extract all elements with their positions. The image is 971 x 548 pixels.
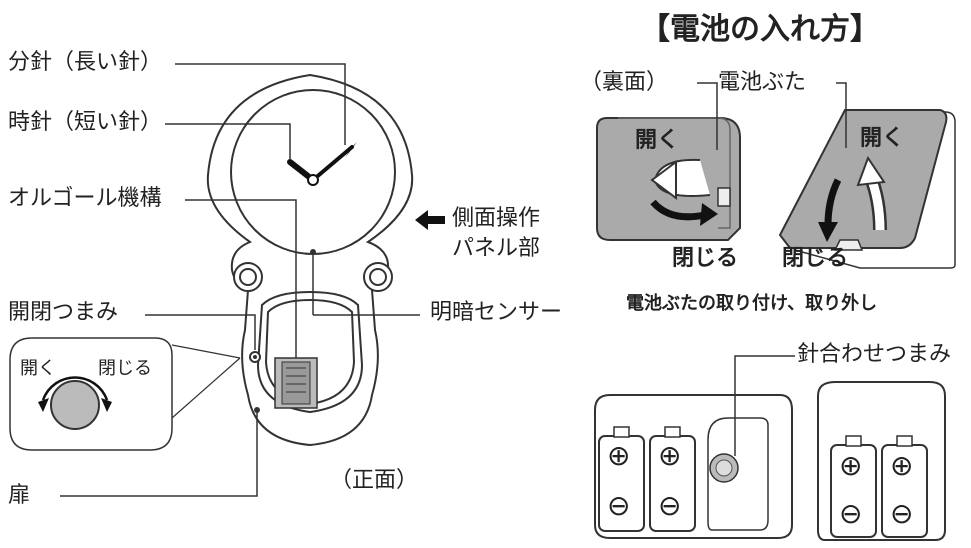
callout-open-label: 開く (20, 358, 56, 379)
plus-symbol-3: ⊕ (839, 449, 863, 482)
battery-cover-left (596, 117, 741, 241)
minus-symbol-2: ⊖ (658, 489, 682, 522)
battery-caption: 電池ぶたの取り付け、取り外し (626, 293, 878, 314)
minus-symbol-4: ⊖ (890, 497, 914, 530)
left-ear (233, 262, 263, 292)
right-ear (363, 262, 393, 292)
hour-hand-label: 時針（短い針） (8, 110, 163, 135)
light-sensor-label: 明暗センサー (430, 300, 563, 325)
clock-face (230, 89, 396, 255)
music-box-label: オルゴール機構 (8, 186, 162, 211)
battery-title: 【電池の入れ方】 (640, 12, 880, 47)
back-label: （裏面） (580, 70, 669, 95)
knob-label: 開閉つまみ (8, 300, 119, 325)
side-panel-arrow (415, 210, 445, 230)
door-label: 扉 (8, 483, 31, 508)
plus-symbol-1: ⊕ (607, 439, 631, 472)
cover-label: 電池ぶた (718, 70, 807, 95)
close-label-right: 閉じる (782, 246, 849, 271)
battery-compartment-left (594, 394, 793, 539)
knob-callout (9, 337, 241, 451)
open-label-left: 開く (635, 128, 680, 153)
battery-compartment-right (817, 381, 946, 541)
music-box-mechanism (274, 357, 318, 409)
open-label-right: 開く (860, 126, 905, 151)
plus-symbol-2: ⊕ (658, 439, 682, 472)
plus-symbol-4: ⊕ (890, 449, 914, 482)
battery-cover-right (778, 109, 956, 269)
close-label-left: 閉じる (672, 246, 739, 271)
hand-set-label: 針合わせつまみ (797, 342, 952, 367)
minute-hand-label: 分針（長い針） (8, 50, 163, 75)
minus-symbol-3: ⊖ (839, 497, 863, 530)
side-panel-label-1: 側面操作 (452, 206, 541, 231)
callout-close-label: 閉じる (98, 358, 152, 379)
side-panel-label-2: パネル部 (452, 236, 541, 261)
minus-symbol-1: ⊖ (607, 489, 631, 522)
front-caption: （正面） (330, 468, 419, 493)
